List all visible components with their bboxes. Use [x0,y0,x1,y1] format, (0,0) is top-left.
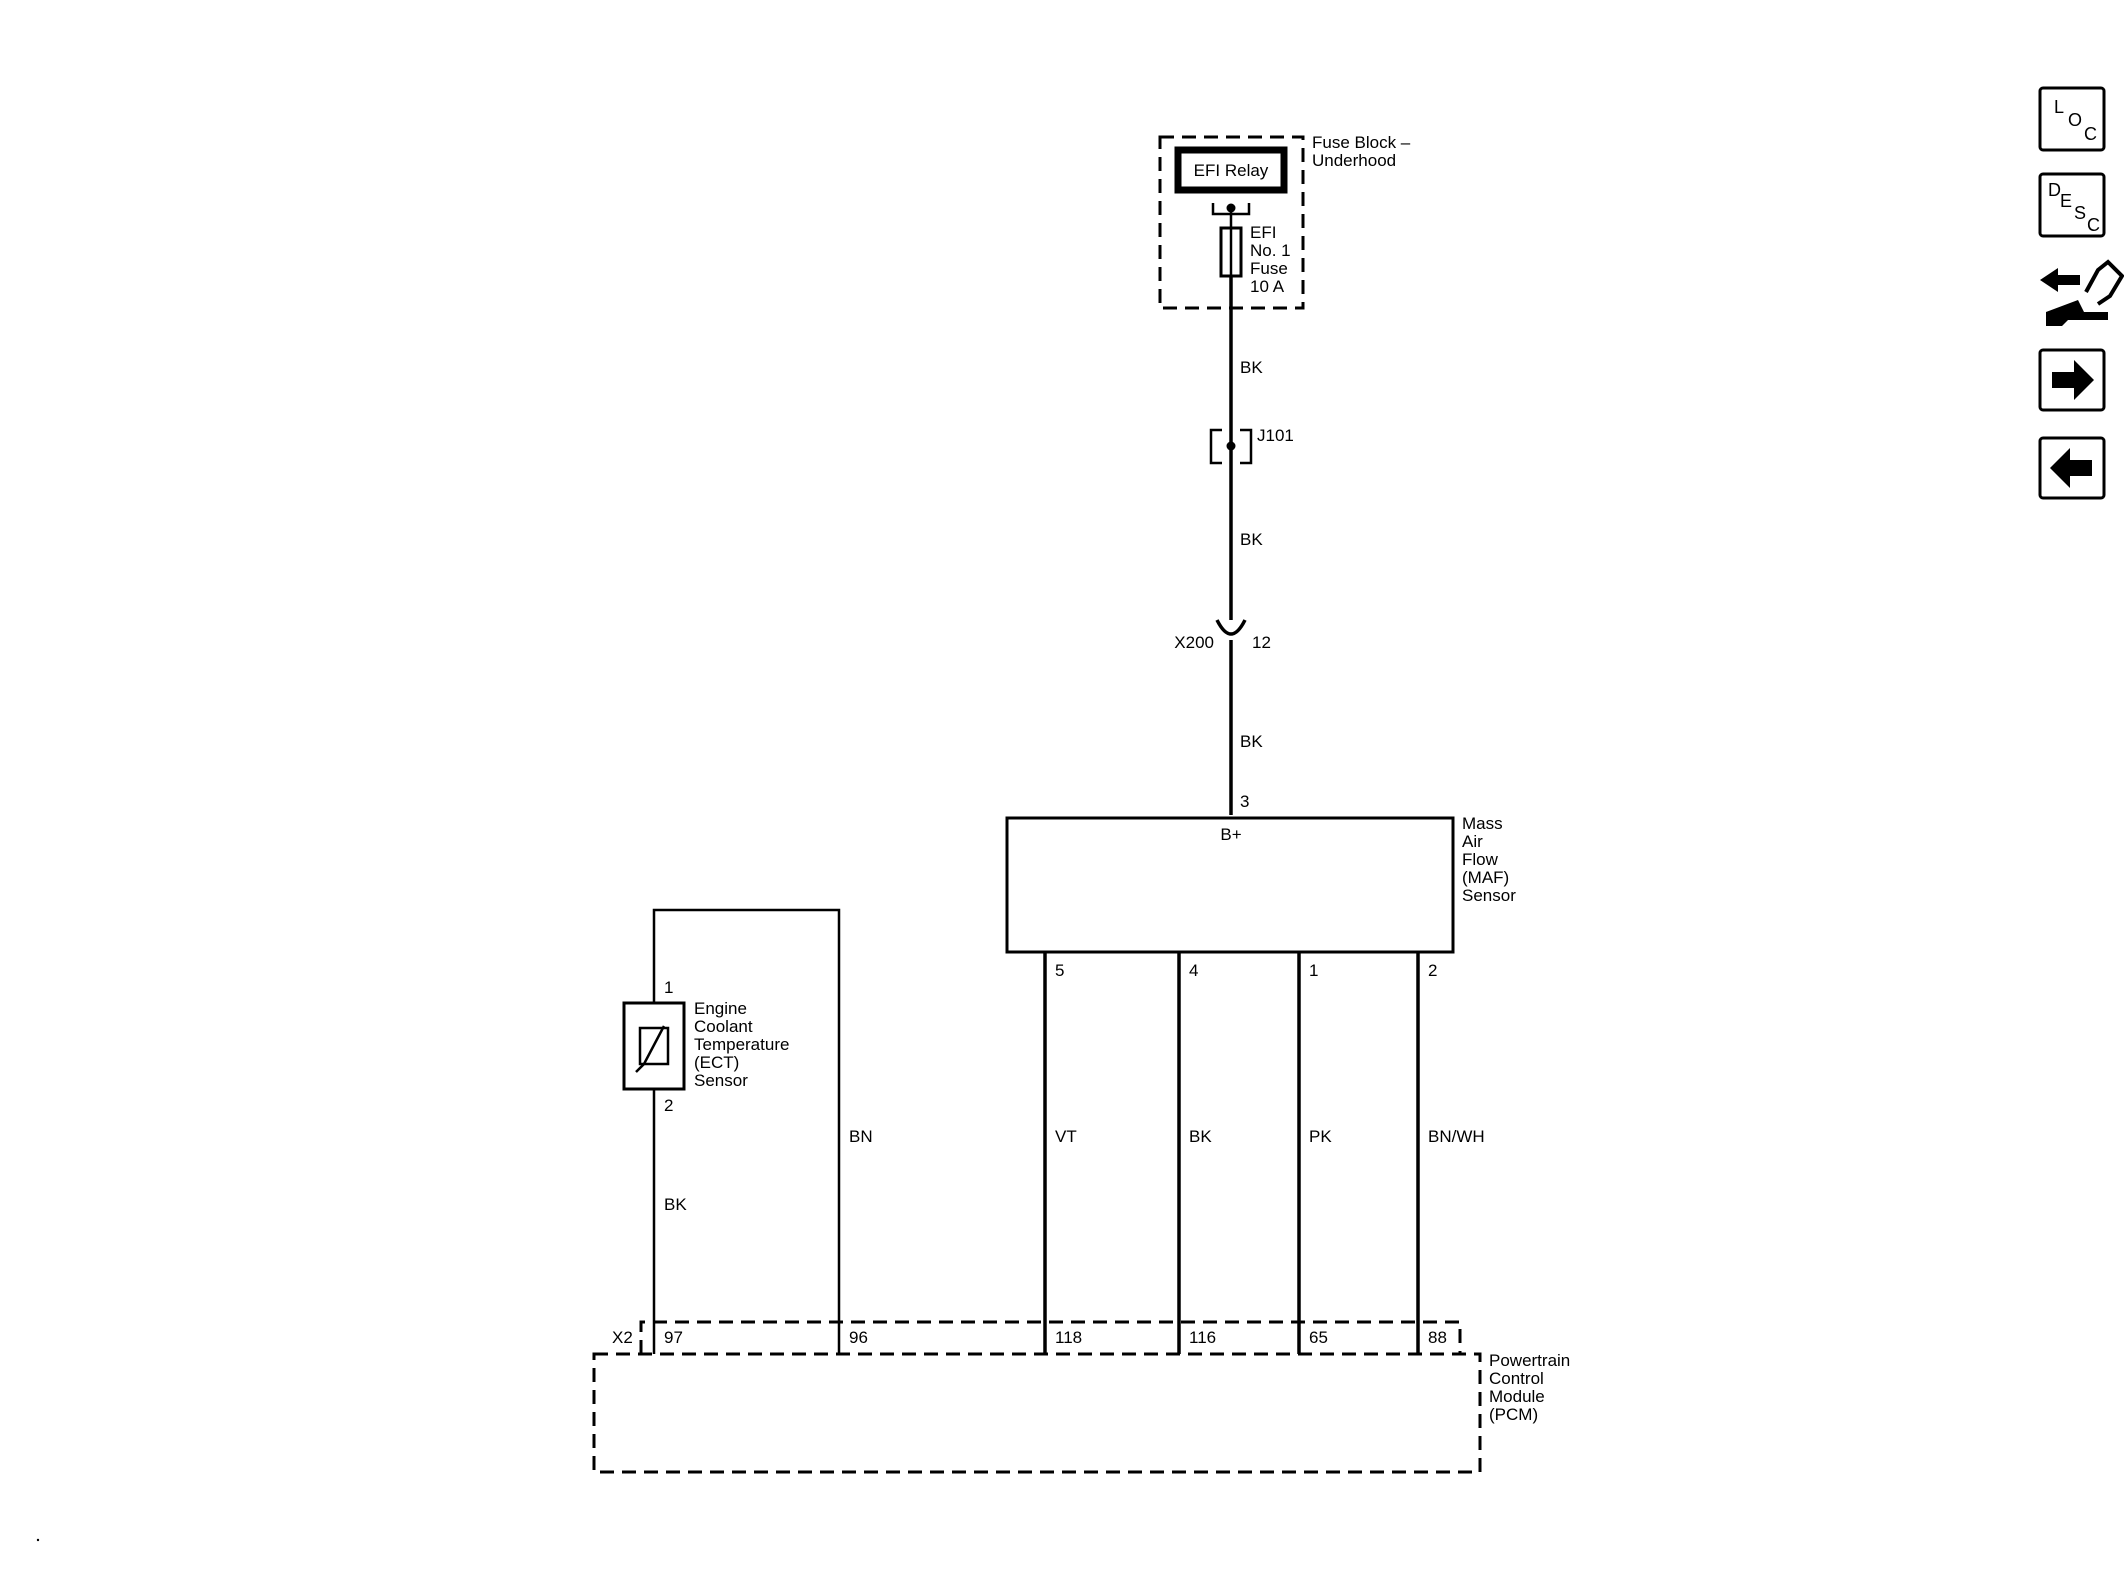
svg-text:C: C [2087,215,2100,235]
maf-pin-4: 4 [1189,961,1198,980]
pcm-pin-97: 97 [664,1328,683,1347]
maf-label-1: Mass [1462,814,1503,833]
wire-color-bn: BN [849,1127,873,1146]
wire-color-bn-wh: BN/WH [1428,1127,1485,1146]
ect-sensor: 1 2 Engine Coolant Temperature (ECT) Sen… [622,978,789,1115]
pcm-pin-118: 118 [1055,1328,1082,1347]
ect-label-2: Coolant [694,1017,753,1036]
fuse-label-3: Fuse [1250,259,1288,278]
wire-color-bk-3: BK [1240,732,1263,751]
maf-sensor: B+ Mass Air Flow (MAF) Sensor [1005,814,1516,954]
pcm-pin-65: 65 [1309,1328,1328,1347]
svg-text:L: L [2054,97,2064,117]
svg-text:C: C [2084,124,2097,144]
ect-pin-2: 2 [664,1096,673,1115]
arrow-right-icon[interactable] [2038,348,2106,412]
wire-color-bk-maf: BK [1189,1127,1212,1146]
efi-no1-fuse: EFI No. 1 Fuse 10 A [1219,223,1291,296]
pcm-connector-label: X2 [612,1328,633,1347]
wire-color-vt: VT [1055,1127,1077,1146]
svg-text:D: D [2048,180,2061,200]
pcm-pin-88: 88 [1428,1328,1447,1347]
ect-label-3: Temperature [694,1035,789,1054]
pcm-connector-x2: X2 97 96 118 116 65 88 [612,1320,1462,1354]
fuse-label-1: EFI [1250,223,1276,242]
pcm-label-1: Powertrain [1489,1351,1570,1370]
pcm-label-3: Module [1489,1387,1545,1406]
efi-relay: EFI Relay [1174,146,1288,194]
wire-color-bk-2: BK [1240,530,1263,549]
ect-label-1: Engine [694,999,747,1018]
connector-tool-icon[interactable] [2040,259,2124,326]
svg-text:O: O [2068,110,2082,130]
fuse-label-2: No. 1 [1250,241,1291,260]
svg-text:S: S [2074,203,2086,223]
maf-power-pin: 3 [1240,792,1249,811]
pcm-label-2: Control [1489,1369,1544,1388]
maf-label-4: (MAF) [1462,868,1509,887]
wire-color-bk-1: BK [1240,358,1263,377]
splice-j101: J101 [1209,426,1294,465]
loc-button[interactable]: L O C [2038,86,2106,152]
ect-label-5: Sensor [694,1071,748,1090]
connector-x200-label: X200 [1174,633,1214,652]
fuse-block-label: Fuse Block – [1312,133,1411,152]
svg-text:E: E [2060,191,2072,211]
pcm-pin-116: 116 [1189,1328,1216,1347]
connector-x200-pin: 12 [1252,633,1271,652]
maf-pin-5: 5 [1055,961,1064,980]
splice-label: J101 [1257,426,1294,445]
arrow-left-icon[interactable] [2038,436,2106,500]
maf-label-5: Sensor [1462,886,1516,905]
pcm-module: Powertrain Control Module (PCM) [592,1351,1570,1474]
maf-label-2: Air [1462,832,1483,851]
fuse-block-label-2: Underhood [1312,151,1396,170]
ect-pin-1: 1 [664,978,673,997]
pcm-label-4: (PCM) [1489,1405,1538,1424]
fuse-rating: 10 A [1250,277,1285,296]
maf-pin-1: 1 [1309,961,1318,980]
maf-pin-2: 2 [1428,961,1437,980]
ect-label-4: (ECT) [694,1053,739,1072]
pcm-pin-96: 96 [849,1328,868,1347]
maf-label-3: Flow [1462,850,1499,869]
efi-relay-label: EFI Relay [1194,161,1269,180]
wire-color-bk-ect: BK [664,1195,687,1214]
connector-x200: X200 12 [1174,619,1271,652]
desc-button[interactable]: D E S C [2038,172,2106,238]
wire-color-pk: PK [1309,1127,1332,1146]
maf-power-label: B+ [1220,825,1241,844]
